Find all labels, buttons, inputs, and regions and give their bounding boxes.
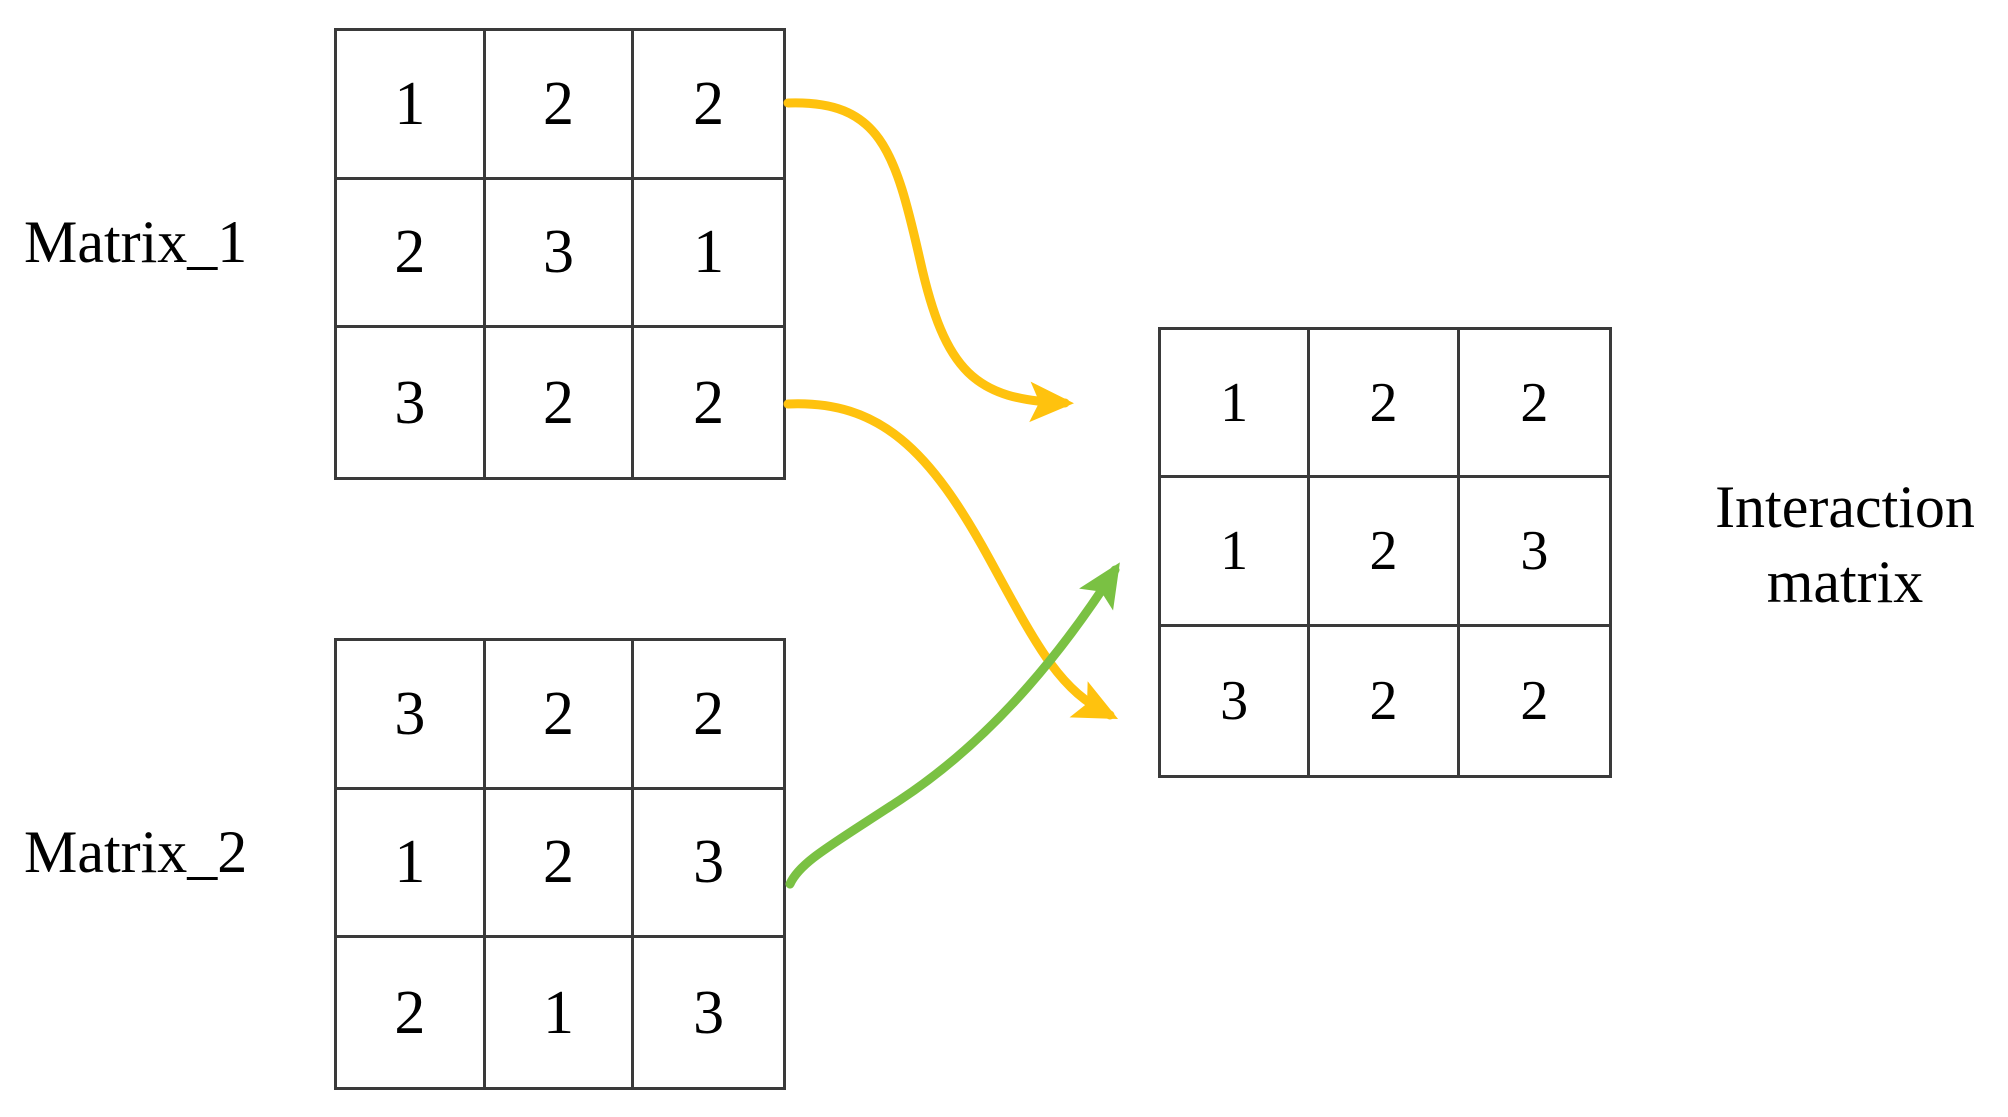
interaction-cell-r3c3: 2 [1459,626,1609,775]
interaction-matrix-grid: 1 2 2 1 2 3 3 2 2 [1158,327,1612,778]
matrix2-cell-r3c2: 1 [485,938,635,1087]
matrix2-cell-r2c1: 1 [337,789,486,939]
interaction-cell-r1c3: 2 [1459,330,1609,479]
interaction-matrix-label: Interaction matrix [1700,470,1990,620]
matrix2-cell-r2c2: 2 [485,789,635,939]
interaction-cell-r3c1: 3 [1161,626,1311,775]
matrix2-cell-r3c1: 2 [337,938,486,1087]
matrix1-cell-r2c1: 2 [337,179,486,329]
matrix1-cell-r3c2: 2 [485,328,635,477]
arrow-matrix1-row1-to-interaction-row1 [783,98,1074,423]
matrix1-cell-r3c1: 3 [337,328,486,477]
interaction-matrix-label-line2: matrix [1766,549,1924,615]
interaction-cell-r2c1: 1 [1161,478,1311,627]
matrix1-cell-r2c2: 3 [485,179,635,329]
matrix1-cell-r1c1: 1 [337,31,486,180]
interaction-cell-r3c2: 2 [1310,626,1460,775]
matrix2-grid: 3 2 2 1 2 3 2 1 3 [334,638,786,1090]
matrix2-cell-r3c3: 3 [634,938,783,1087]
matrix1-label: Matrix_1 [24,209,248,275]
matrix2-cell-r1c3: 2 [634,641,783,790]
matrix2-cell-r1c1: 3 [337,641,486,790]
matrix2-cell-r2c3: 3 [634,789,783,939]
arrow-matrix2-row2-to-interaction-row2 [785,562,1120,889]
interaction-cell-r2c2: 2 [1310,478,1460,627]
matrix1-cell-r3c3: 2 [634,328,783,477]
interaction-cell-r2c3: 3 [1459,478,1609,627]
interaction-matrix-label-line1: Interaction [1715,474,1975,540]
matrix1-cell-r1c3: 2 [634,31,783,180]
arrow-matrix1-row3-to-interaction-row3 [783,399,1119,720]
matrix2-cell-r1c2: 2 [485,641,635,790]
matrix1-cell-r1c2: 2 [485,31,635,180]
matrix1-cell-r2c3: 1 [634,179,783,329]
matrix2-label: Matrix_2 [24,819,248,885]
interaction-cell-r1c1: 1 [1161,330,1311,479]
matrix1-grid: 1 2 2 2 3 1 3 2 2 [334,28,786,480]
interaction-cell-r1c2: 2 [1310,330,1460,479]
